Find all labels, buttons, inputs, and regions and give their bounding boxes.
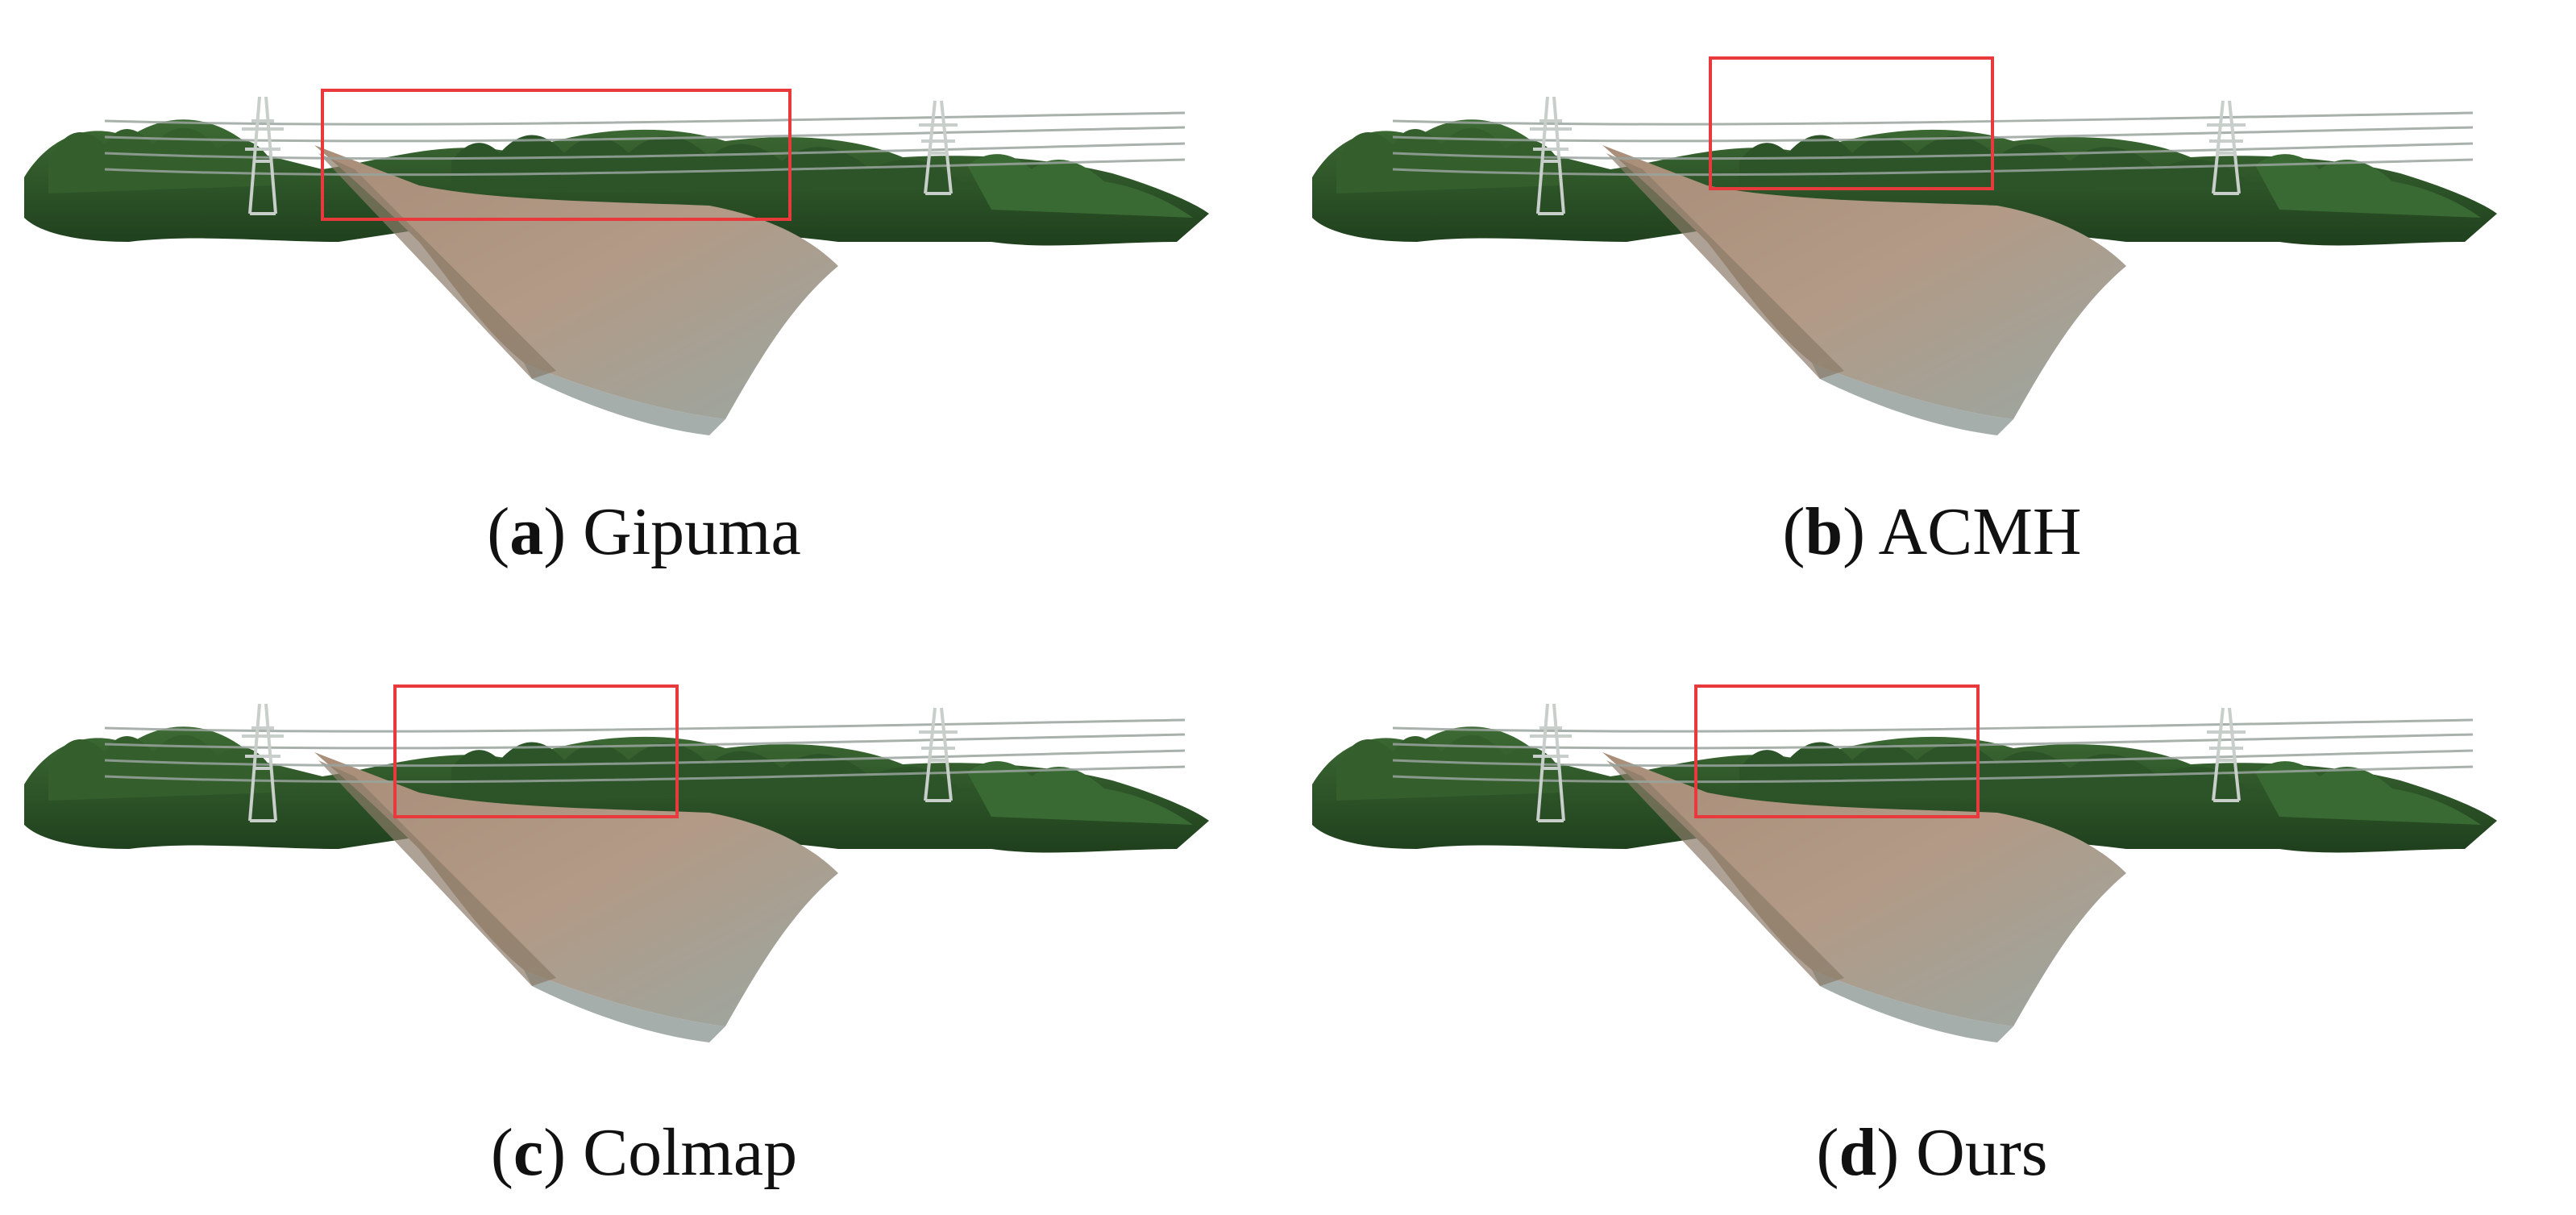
highlight-box (321, 89, 791, 221)
caption-letter: a (509, 494, 544, 569)
caption-a: (a) Gipuma (487, 494, 801, 569)
panel-c: (c) Colmap (0, 607, 1288, 1214)
caption-letter: d (1839, 1115, 1877, 1190)
highlight-box (393, 684, 679, 818)
caption-method: ACMH (1878, 494, 2082, 569)
point-cloud-image-gipuma (23, 89, 1211, 437)
caption-c: (c) Colmap (490, 1115, 798, 1190)
caption-d: (d) Ours (1816, 1115, 2048, 1190)
caption-letter: b (1805, 494, 1843, 569)
panel-a: (a) Gipuma (0, 0, 1288, 607)
point-cloud-image-acmh (1311, 56, 2499, 437)
panel-d: (d) Ours (1288, 607, 2576, 1214)
caption-method: Gipuma (583, 494, 801, 569)
highlight-box (1709, 56, 1994, 190)
caption-method: Ours (1916, 1115, 2048, 1190)
caption-b: (b) ACMH (1782, 494, 2082, 569)
panel-b: (b) ACMH (1288, 0, 2576, 607)
point-cloud-image-colmap (23, 684, 1211, 1044)
highlight-box (1694, 684, 1980, 818)
caption-method: Colmap (583, 1115, 798, 1190)
point-cloud-image-ours (1311, 684, 2499, 1044)
caption-letter: c (513, 1115, 544, 1190)
